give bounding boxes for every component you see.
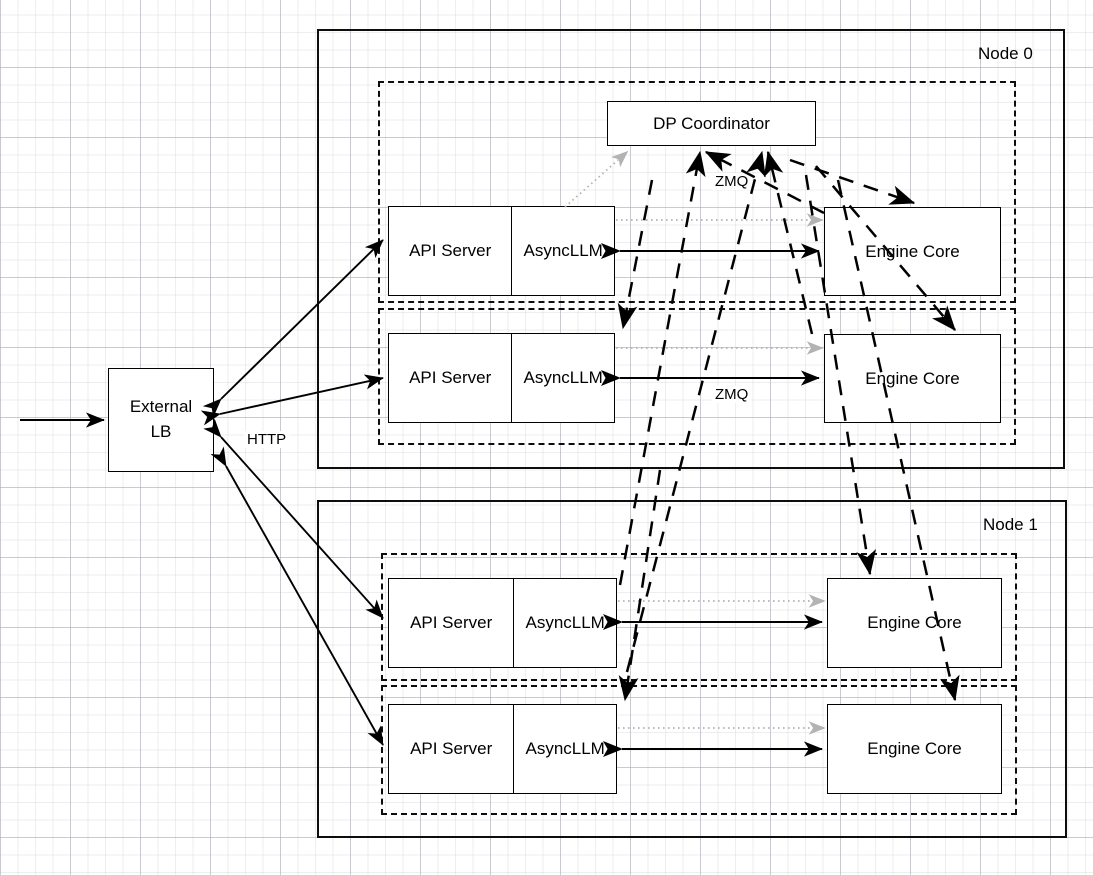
asyncllm-label-node0-dp0: AsyncLLM [511, 207, 614, 295]
api-server-label-node0-dp0: API Server [409, 241, 492, 260]
engine-core-node0-dp0[interactable]: Engine Core [824, 207, 1001, 296]
coordinator-zmq-label: ZMQ [712, 173, 752, 190]
external-lb-label-line1: External [129, 397, 193, 417]
engine-core-node0-dp1[interactable]: Engine Core [824, 334, 1001, 423]
http-label: HTTP [244, 431, 290, 448]
api-server-label-node1-dp0: API Server [410, 613, 493, 632]
zmq-label-node0-dp1: ZMQ [712, 386, 752, 403]
dp-coordinator-box[interactable]: DP Coordinator [607, 101, 816, 146]
external-lb-label-line2: LB [150, 422, 172, 441]
engine-core-node1-dp0[interactable]: Engine Core [827, 578, 1002, 668]
api-server-label-node1-dp1: API Server [410, 739, 493, 758]
asyncllm-label-node0-dp1: AsyncLLM [511, 334, 614, 422]
external-lb-box[interactable]: External LB [108, 368, 214, 472]
api-server-group-node0-dp1[interactable]: API Server AsyncLLM [388, 333, 615, 423]
dp-group-node1-dp1 [381, 685, 1017, 815]
node-label-node1: Node 1 [983, 515, 1038, 534]
api-server-group-node1-dp1[interactable]: API Server AsyncLLM [388, 704, 617, 794]
api-server-label-node0-dp1: API Server [409, 368, 492, 387]
api-server-group-node1-dp0[interactable]: API Server AsyncLLM [388, 578, 617, 668]
engine-core-node1-dp1[interactable]: Engine Core [827, 704, 1002, 794]
asyncllm-label-node1-dp1: AsyncLLM [513, 705, 616, 793]
api-server-group-node0-dp0[interactable]: API Server AsyncLLM [388, 206, 615, 296]
node-label-node0: Node 0 [978, 44, 1033, 63]
asyncllm-label-node1-dp0: AsyncLLM [513, 579, 616, 667]
